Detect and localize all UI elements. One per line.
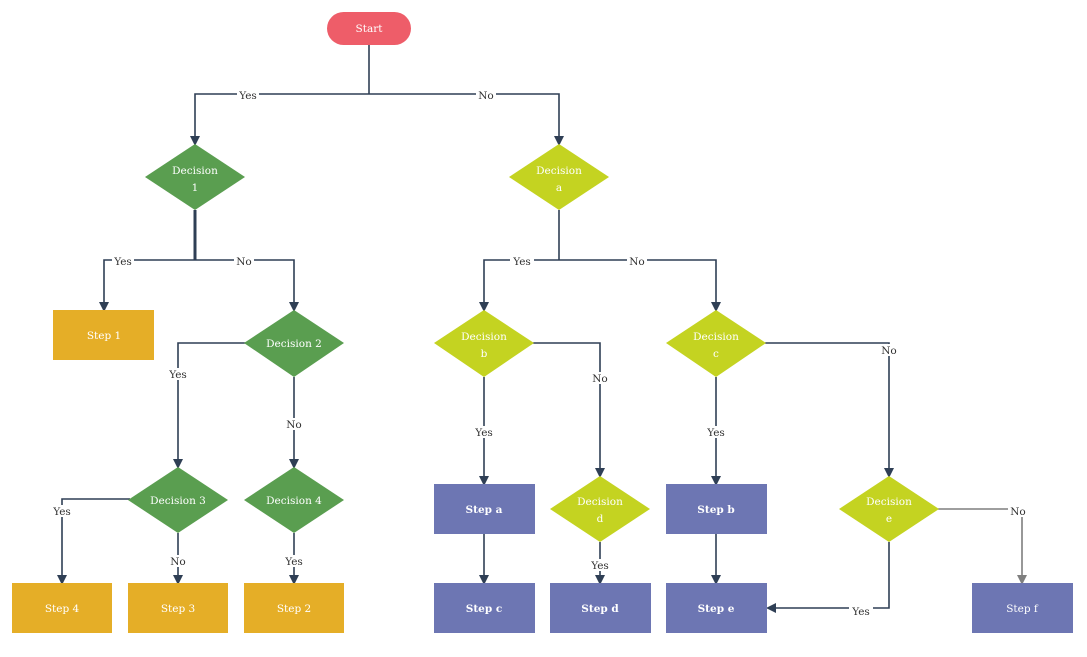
decision-4-shape [244, 467, 344, 533]
label-d1-no: No [236, 256, 252, 268]
step-e-shape [666, 583, 767, 633]
label-start-yes: Yes [238, 90, 257, 102]
decision-2-shape [244, 310, 344, 377]
start-node-shape [327, 12, 411, 45]
step-f-shape [972, 583, 1073, 633]
decision-e-label-line2: e [886, 513, 892, 525]
decision-c-label-line1: Decision [693, 331, 739, 343]
step-1-shape [53, 310, 154, 360]
step-2-shape [244, 583, 344, 633]
decision-a-shape [509, 144, 609, 210]
edge-labels: Yes No Yes No Yes No Yes No Yes Yes No Y… [50, 89, 1028, 618]
decision-d-shape [550, 476, 650, 542]
decision-a-node[interactable]: Decision a [509, 144, 609, 210]
edge-d2-yes [173, 342, 246, 469]
label-d2-no: No [286, 419, 302, 431]
decision-a-label-line1: Decision [536, 165, 582, 177]
step-d-node[interactable]: Step d [550, 583, 651, 633]
edge-start-yes [190, 93, 369, 146]
label-d1-yes: Yes [113, 256, 132, 268]
decision-c-node[interactable]: Decision c [666, 310, 766, 377]
step-c-node[interactable]: Step c [434, 583, 535, 633]
decision-e-node[interactable]: Decision e [839, 476, 939, 542]
decision-2-label: Decision 2 [266, 338, 322, 350]
decision-b-node[interactable]: Decision b [434, 310, 534, 377]
step-f-node[interactable]: Step f [972, 583, 1073, 633]
edge-db-no [533, 342, 605, 478]
decision-2-node[interactable]: Decision 2 [244, 310, 344, 377]
decision-c-label-line2: c [713, 348, 719, 360]
step-a-shape [434, 484, 535, 534]
step-d-label: Step d [581, 603, 619, 615]
label-de-yes: Yes [851, 606, 870, 618]
decision-3-label: Decision 3 [150, 495, 206, 507]
decision-e-label-line1: Decision [866, 496, 912, 508]
label-start-no: No [478, 90, 494, 102]
label-dd-yes: Yes [590, 560, 609, 572]
decision-1-shape [145, 144, 245, 210]
label-dc-yes: Yes [706, 427, 725, 439]
step-3-node[interactable]: Step 3 [128, 583, 228, 633]
label-dc-no: No [881, 345, 897, 357]
decision-4-label: Decision 4 [266, 495, 322, 507]
edge-d3-yes [57, 498, 130, 585]
step-1-label: Step 1 [87, 330, 121, 342]
step-c-label: Step c [466, 603, 503, 615]
decision-c-shape [666, 310, 766, 377]
step-1-node[interactable]: Step 1 [53, 310, 154, 360]
decision-1-label-line2: 1 [192, 182, 199, 194]
decision-b-label-line2: b [481, 348, 488, 360]
edge-de-yes [766, 542, 890, 613]
decision-1-label-line1: Decision [172, 165, 218, 177]
edge-dc-no [765, 342, 894, 478]
decision-3-shape [128, 467, 228, 533]
label-d3-yes: Yes [52, 506, 71, 518]
label-db-yes: Yes [474, 427, 493, 439]
decision-d-node[interactable]: Decision d [550, 476, 650, 542]
step-2-node[interactable]: Step 2 [244, 583, 344, 633]
decision-1-node[interactable]: Decision 1 [145, 144, 245, 210]
decision-d-label-line2: d [597, 513, 604, 525]
start-node-label: Start [356, 23, 384, 35]
step-2-label: Step 2 [277, 603, 311, 615]
edge-d1-no [195, 259, 299, 312]
step-c-shape [434, 583, 535, 633]
step-a-node[interactable]: Step a [434, 484, 535, 534]
edge-da-no [559, 259, 721, 312]
decision-d-label-line1: Decision [577, 496, 623, 508]
decision-4-node[interactable]: Decision 4 [244, 467, 344, 533]
step-e-label: Step e [698, 603, 735, 615]
label-d3-no: No [170, 556, 186, 568]
label-de-no: No [1010, 506, 1026, 518]
step-b-node[interactable]: Step b [666, 484, 767, 534]
label-db-no: No [592, 373, 608, 385]
step-4-node[interactable]: Step 4 [12, 583, 112, 633]
label-da-no: No [629, 256, 645, 268]
nodes: Start Decision 1 Decision a Step 1 Decis… [12, 12, 1073, 633]
decision-b-shape [434, 310, 534, 377]
label-d2-yes: Yes [168, 369, 187, 381]
edges [57, 45, 1027, 613]
decision-e-shape [839, 476, 939, 542]
label-d4-yes: Yes [284, 556, 303, 568]
decision-3-node[interactable]: Decision 3 [128, 467, 228, 533]
step-4-label: Step 4 [45, 603, 80, 615]
decision-b-label-line1: Decision [461, 331, 507, 343]
label-da-yes: Yes [512, 256, 531, 268]
step-b-label: Step b [697, 504, 734, 516]
step-3-shape [128, 583, 228, 633]
step-a-label: Step a [466, 504, 503, 516]
step-f-label: Step f [1006, 603, 1039, 615]
step-b-shape [666, 484, 767, 534]
step-4-shape [12, 583, 112, 633]
edge-de-no [938, 508, 1027, 585]
edge-start-no [369, 93, 564, 146]
step-3-label: Step 3 [161, 603, 195, 615]
start-node[interactable]: Start [327, 12, 411, 45]
decision-a-label-line2: a [556, 182, 562, 194]
step-e-node[interactable]: Step e [666, 583, 767, 633]
edge-d1-yes [99, 259, 195, 312]
step-d-shape [550, 583, 651, 633]
